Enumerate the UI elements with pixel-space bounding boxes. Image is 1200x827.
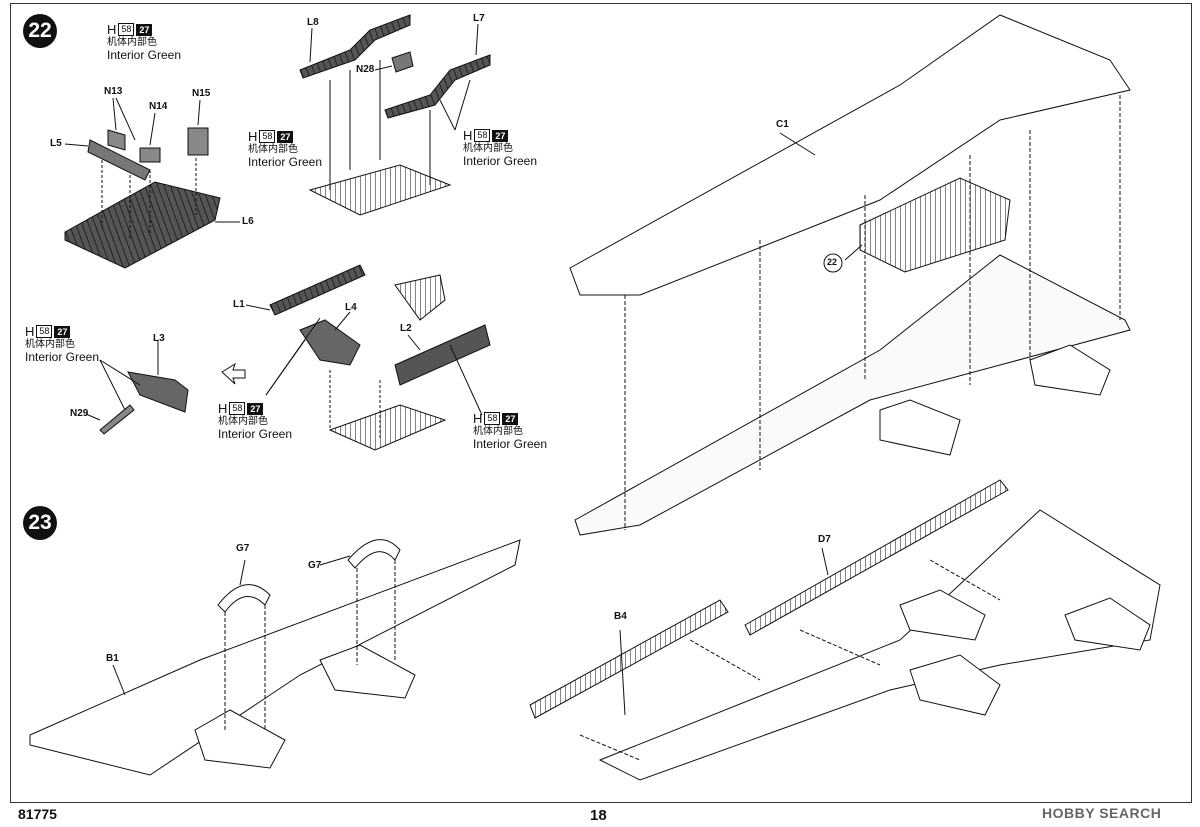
part-label-b4: B4 xyxy=(614,611,627,622)
paint-code: 58 xyxy=(36,325,53,338)
part-label-l2: L2 xyxy=(400,323,412,334)
part-label-l5: L5 xyxy=(50,138,62,149)
paint-number: 27 xyxy=(502,412,519,425)
part-l8-l7-n28 xyxy=(299,14,491,216)
main-wing-drawing xyxy=(569,14,1131,536)
paint-letter: H xyxy=(218,401,228,416)
paint-name-cn: 机体内部色 xyxy=(248,144,298,155)
paint-name-en: Interior Green xyxy=(107,48,182,62)
paint-letter: H xyxy=(463,128,473,143)
paint-letter: H xyxy=(107,22,117,37)
part-label-l1: L1 xyxy=(233,299,245,310)
paint-name-en: Interior Green xyxy=(25,350,100,364)
paint-name-cn: 机体内部色 xyxy=(107,37,157,48)
step-22-number: 22 xyxy=(23,14,57,48)
part-l6-floor xyxy=(64,181,221,269)
part-label-n15: N15 xyxy=(192,88,211,99)
part-label-l3: L3 xyxy=(153,333,165,344)
model-number: 81775 xyxy=(18,806,57,822)
step-23-number: 23 xyxy=(23,506,57,540)
paint-code: 58 xyxy=(118,23,135,36)
step-ref-22-circle xyxy=(823,253,843,273)
paint-number: 27 xyxy=(136,23,153,36)
paint-code: 58 xyxy=(474,129,491,142)
wing-b1-drawing xyxy=(29,539,521,776)
paint-name-en: Interior Green xyxy=(463,154,538,168)
paint-number: 27 xyxy=(54,325,71,338)
part-label-g7-left: G7 xyxy=(236,543,250,554)
paint-number: 27 xyxy=(492,129,509,142)
paint-code: 58 xyxy=(484,412,501,425)
paint-letter: H xyxy=(473,411,483,426)
part-label-n14: N14 xyxy=(149,101,168,112)
paint-name-cn: 机体内部色 xyxy=(463,143,513,154)
part-label-l6: L6 xyxy=(242,216,254,227)
part-l1-l4-l2 xyxy=(245,264,491,451)
part-label-c1: C1 xyxy=(776,119,789,130)
wing-b4-d7-drawing xyxy=(529,479,1161,781)
step-ref-22-label: 22 xyxy=(827,257,838,267)
part-label-d7: D7 xyxy=(818,534,831,545)
paint-name-en: Interior Green xyxy=(218,427,293,441)
watermark: HOBBY SEARCH xyxy=(1042,805,1162,821)
part-label-l7: L7 xyxy=(473,13,485,24)
paint-letter: H xyxy=(25,324,35,339)
paint-letter: H xyxy=(248,129,258,144)
paint-name-en: Interior Green xyxy=(473,437,548,451)
part-l5-n13-n14-n15 xyxy=(64,97,240,240)
paint-name-cn: 机体内部色 xyxy=(25,339,75,350)
paint-number: 27 xyxy=(247,402,264,415)
part-label-g7-right: G7 xyxy=(308,560,322,571)
direction-arrow-icon xyxy=(221,362,246,385)
part-label-b1: B1 xyxy=(106,653,119,664)
paint-name-cn: 机体内部色 xyxy=(473,426,523,437)
page-number: 18 xyxy=(590,807,607,824)
paint-name-cn: 机体内部色 xyxy=(218,416,268,427)
paint-name-en: Interior Green xyxy=(248,155,323,169)
part-label-l8: L8 xyxy=(307,17,319,28)
part-l3-n29 xyxy=(85,340,189,435)
paint-number: 27 xyxy=(277,130,294,143)
part-label-n28: N28 xyxy=(356,64,375,75)
part-label-l4: L4 xyxy=(345,302,357,313)
paint-code: 58 xyxy=(259,130,276,143)
paint-code: 58 xyxy=(229,402,246,415)
part-label-n29: N29 xyxy=(70,408,89,419)
part-label-n13: N13 xyxy=(104,86,123,97)
